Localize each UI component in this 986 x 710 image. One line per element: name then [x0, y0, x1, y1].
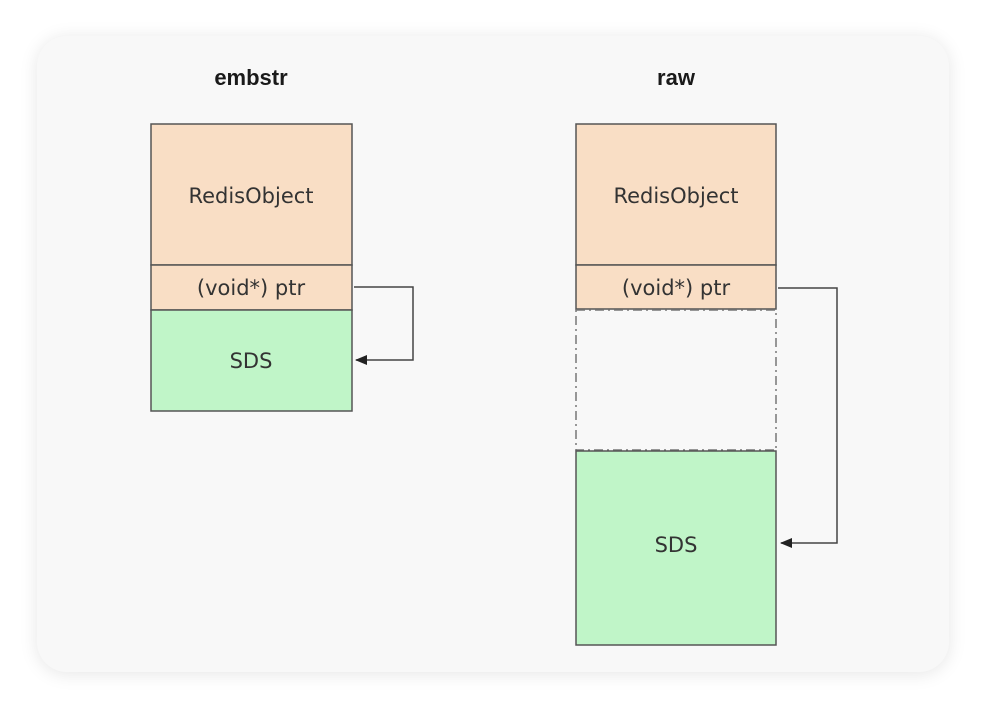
raw-redis-object-label: RedisObject [613, 184, 738, 208]
embstr-sds-box [150, 309, 353, 412]
embstr-redis-object-label: RedisObject [188, 184, 313, 208]
embstr-title: embstr [214, 65, 288, 90]
raw-sds-label: SDS [655, 533, 698, 557]
raw-ptr-label: (void*) ptr [622, 276, 731, 300]
embstr-ptr-label: (void*) ptr [197, 276, 306, 300]
raw-gap-box [575, 309, 777, 451]
raw-sds-box [575, 450, 777, 646]
embstr-sds-label: SDS [230, 349, 273, 373]
embstr-ptr-box [150, 264, 353, 311]
embstr-group: embstr RedisObject (void*) ptr SDS [150, 65, 414, 412]
embstr-redis-object-box [150, 123, 353, 266]
raw-title: raw [657, 65, 696, 90]
raw-ptr-box [575, 264, 777, 310]
raw-group: raw RedisObject (void*) ptr SDS [575, 65, 838, 646]
embstr-ptr-arrow [354, 286, 414, 365]
raw-redis-object-box [575, 123, 777, 266]
raw-ptr-arrow [778, 287, 838, 548]
